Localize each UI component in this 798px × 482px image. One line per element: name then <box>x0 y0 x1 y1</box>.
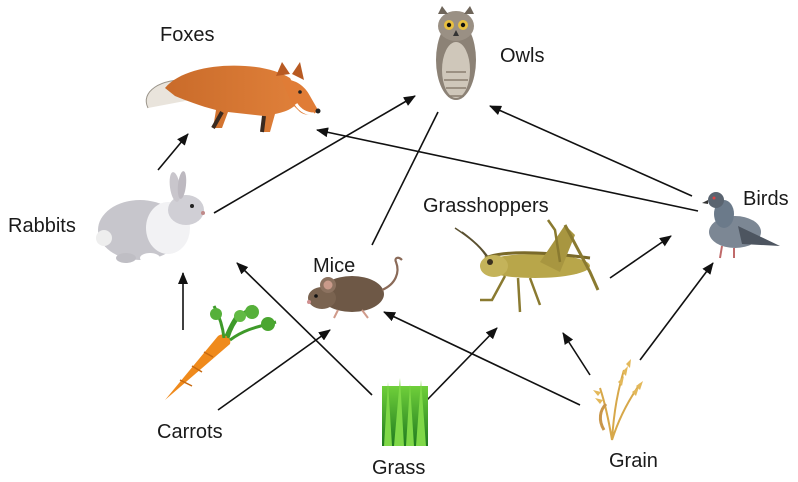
owl-icon <box>436 6 476 100</box>
label-grasshoppers: Grasshoppers <box>423 195 549 218</box>
arrow-rabbits-to-foxes <box>158 134 188 170</box>
label-mice: Mice <box>313 255 355 278</box>
label-carrots: Carrots <box>157 421 223 444</box>
arrow-grain-to-birds <box>640 263 713 360</box>
arrow-grasshoppers-to-birds <box>610 236 671 278</box>
label-grain: Grain <box>609 450 658 473</box>
carrot-icon <box>165 305 276 400</box>
wheat-icon <box>593 359 643 440</box>
label-owls: Owls <box>500 45 544 68</box>
label-rabbits: Rabbits <box>8 215 76 238</box>
label-birds: Birds <box>743 188 789 211</box>
arrow-birds-to-owls <box>490 106 692 196</box>
arrow-carrots-to-mice <box>218 330 330 410</box>
label-foxes: Foxes <box>160 24 214 47</box>
arrow-mice-to-owls <box>372 112 438 245</box>
rabbit-icon <box>96 171 205 263</box>
grass-icon <box>382 378 428 446</box>
grasshopper-icon <box>455 220 598 312</box>
fox-icon <box>146 62 320 132</box>
arrow-grass-to-grasshoppers <box>427 328 497 400</box>
arrow-grain-to-grasshoppers <box>563 333 590 375</box>
